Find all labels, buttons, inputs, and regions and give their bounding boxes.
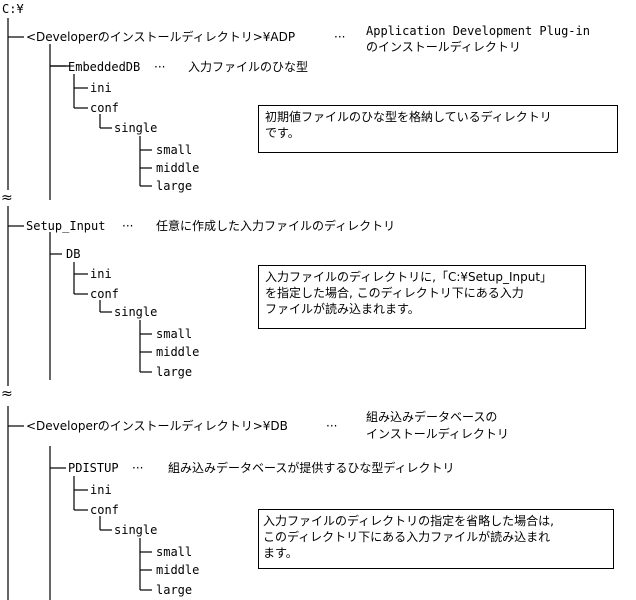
s2-callout-line3: ファイルが読み込まれます。 (265, 302, 420, 316)
adp-note-line1: Application Development Plug-in (366, 24, 590, 38)
pdistup-dots: ··· (132, 461, 144, 475)
s2-conf-label: conf (90, 287, 119, 301)
s1-conf-label: conf (90, 101, 119, 115)
db-dir-label: <Developerのインストールディレクトリ>¥DB (26, 419, 288, 433)
s1-single-label: single (114, 121, 158, 135)
s3-small-label: small (156, 545, 193, 559)
s2-middle-label: middle (156, 345, 200, 359)
s1-callout-line2: です。 (265, 126, 300, 140)
embeddeddb-note: 入力ファイルのひな型 (188, 60, 309, 74)
s2-callout-line1: 入力ファイルのディレクトリに,「C:¥Setup_Input」 (265, 270, 553, 284)
s3-callout-line3: ます。 (263, 546, 298, 560)
s3-conf-label: conf (90, 503, 119, 517)
s3-callout-line1: 入力ファイルのディレクトリの指定を省略した場合は, (263, 514, 554, 528)
setup-input-note: 任意に作成した入力ファイルのディレクトリ (156, 219, 396, 233)
setup-input-dir-label: Setup_Input (26, 219, 106, 233)
pdistup-dir-label: PDISTUP (68, 461, 119, 475)
root-dir-label: C:¥ (2, 2, 24, 16)
setup-input-dots: ··· (122, 219, 134, 233)
pdistup-note: 組み込みデータベースが提供するひな型ディレクトリ (168, 461, 455, 475)
db-sub-dir-label: DB (66, 247, 81, 261)
db-note-line2: インストールディレクトリ (366, 427, 509, 441)
s2-callout: 入力ファイルのディレクトリに,「C:¥Setup_Input」 を指定した場合,… (258, 265, 586, 329)
s2-single-label: single (114, 305, 158, 319)
embeddeddb-dots: ··· (154, 60, 166, 74)
s1-large-label: large (156, 179, 193, 193)
s2-ini-label: ini (90, 267, 112, 281)
db-note-line1: 組み込みデータベースの (366, 410, 498, 424)
s1-ini-label: ini (90, 81, 112, 95)
adp-dir-label: <Developerのインストールディレクトリ>¥ADP (26, 30, 296, 44)
s2-large-label: large (156, 365, 193, 379)
s1-middle-label: middle (156, 161, 200, 175)
adp-note-line2: のインストールディレクトリ (366, 40, 521, 54)
s3-callout: 入力ファイルのディレクトリの指定を省略した場合は, このディレクトリ下にある入力… (258, 509, 614, 569)
break-mark-2: ≈ (1, 386, 13, 402)
s1-callout: 初期値ファイルのひな型を格納しているディレクトリ です。 (258, 105, 618, 153)
embeddeddb-dir-label: EmbeddedDB (68, 60, 141, 74)
s3-ini-label: ini (90, 483, 112, 497)
break-mark-1: ≈ (1, 190, 13, 206)
adp-dots: ··· (334, 30, 346, 44)
s2-small-label: small (156, 327, 193, 341)
s3-middle-label: middle (156, 563, 200, 577)
s2-callout-line2: を指定した場合, このディレクトリ下にある入力 (265, 286, 524, 300)
db-dots: ··· (326, 419, 338, 433)
s3-large-label: large (156, 583, 193, 597)
s3-single-label: single (114, 523, 158, 537)
s1-small-label: small (156, 143, 193, 157)
s3-callout-line2: このディレクトリ下にある入力ファイルが読み込まれ (263, 530, 551, 544)
s1-callout-line1: 初期値ファイルのひな型を格納しているディレクトリ (265, 110, 552, 124)
